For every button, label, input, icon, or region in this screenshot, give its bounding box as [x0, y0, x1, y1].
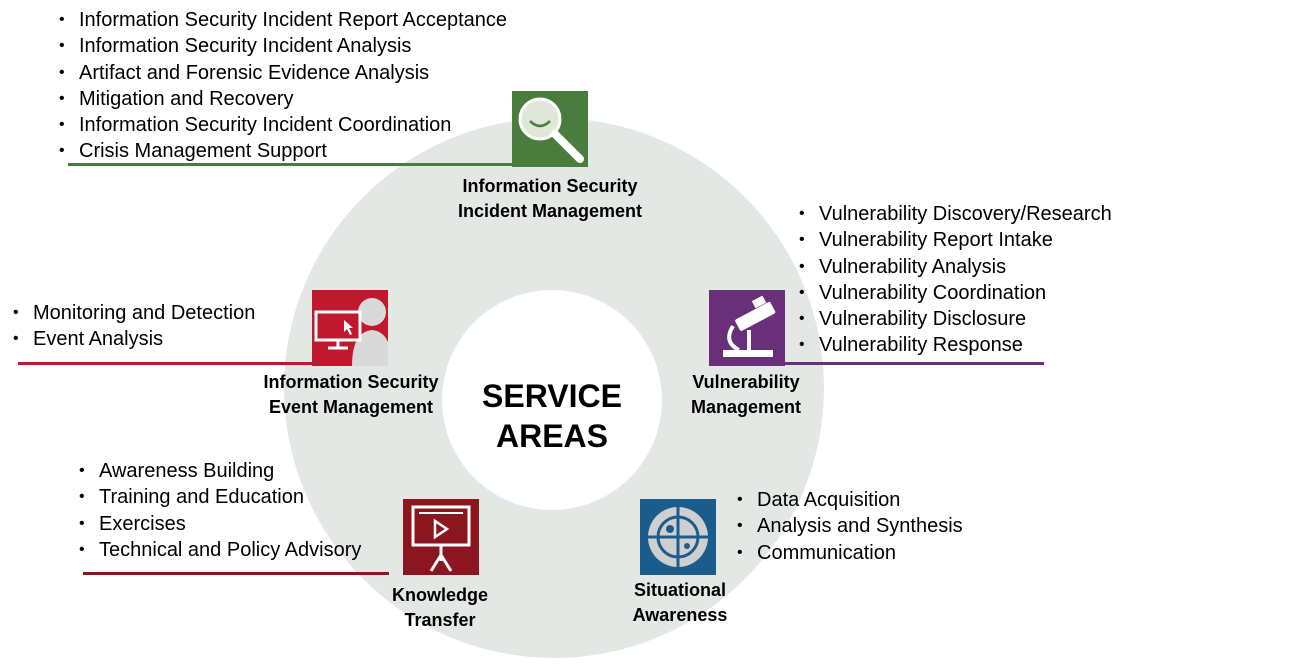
event-label-line2: Event Management	[268, 397, 434, 417]
list-item: Training and Education	[79, 484, 361, 511]
list-item: Crisis Management Support	[59, 138, 507, 165]
knowledge-label-line2: Transfer	[404, 610, 476, 630]
ring-center	[442, 290, 662, 510]
knowledge-label: Knowledge Transfer	[360, 583, 520, 633]
list-item: Information Security Incident Report Acc…	[59, 7, 507, 34]
center-title-line1: SERVICE	[482, 378, 622, 414]
knowledge-underline	[83, 572, 389, 575]
event-label-line1: Information Security	[263, 372, 439, 392]
monitor-user-icon	[312, 290, 388, 366]
list-item: Vulnerability Discovery/Research	[799, 201, 1112, 228]
presentation-board-icon	[403, 499, 479, 575]
event-label: Information Security Event Management	[240, 370, 462, 420]
list-item: Vulnerability Analysis	[799, 254, 1112, 281]
vulnerability-label-line1: Vulnerability	[692, 372, 800, 392]
list-item: Vulnerability Disclosure	[799, 306, 1112, 333]
knowledge-label-line1: Knowledge	[391, 585, 488, 605]
event-underline	[18, 362, 314, 365]
magnifier-icon	[512, 91, 588, 167]
situational-label: Situational Awareness	[600, 578, 760, 628]
incident-label: Information Security Incident Management	[440, 174, 660, 224]
list-item: Awareness Building	[79, 458, 361, 485]
list-item: Communication	[737, 540, 963, 567]
radar-icon	[640, 499, 716, 575]
situational-label-line1: Situational	[633, 580, 726, 600]
list-item: Mitigation and Recovery	[59, 86, 507, 113]
list-item: Data Acquisition	[737, 487, 963, 514]
center-title-line2: AREAS	[495, 418, 608, 454]
vulnerability-label: Vulnerability Management	[656, 370, 836, 420]
list-item: Monitoring and Detection	[13, 300, 255, 327]
list-item: Vulnerability Report Intake	[799, 227, 1112, 254]
list-item: Event Analysis	[13, 326, 255, 353]
list-item: Vulnerability Response	[799, 332, 1112, 359]
incident-label-line1: Information Security	[462, 176, 638, 196]
situational-list: Data Acquisition Analysis and Synthesis …	[737, 487, 963, 566]
center-title: SERVICE AREAS	[452, 376, 652, 456]
list-item: Information Security Incident Analysis	[59, 33, 507, 60]
knowledge-list: Awareness Building Training and Educatio…	[79, 458, 361, 563]
microscope-icon	[709, 290, 785, 366]
list-item: Exercises	[79, 511, 361, 538]
vulnerability-label-line2: Management	[690, 397, 802, 417]
incident-label-line2: Incident Management	[457, 201, 643, 221]
list-item: Technical and Policy Advisory	[79, 537, 361, 564]
list-item: Vulnerability Coordination	[799, 280, 1112, 307]
incident-underline	[68, 163, 516, 166]
event-list: Monitoring and Detection Event Analysis	[13, 300, 255, 353]
incident-list: Information Security Incident Report Acc…	[59, 7, 507, 165]
vulnerability-list: Vulnerability Discovery/Research Vulnera…	[799, 201, 1112, 359]
situational-label-line2: Awareness	[632, 605, 728, 625]
list-item: Information Security Incident Coordinati…	[59, 112, 507, 139]
list-item: Artifact and Forensic Evidence Analysis	[59, 60, 507, 87]
vulnerability-underline	[780, 362, 1044, 365]
list-item: Analysis and Synthesis	[737, 513, 963, 540]
